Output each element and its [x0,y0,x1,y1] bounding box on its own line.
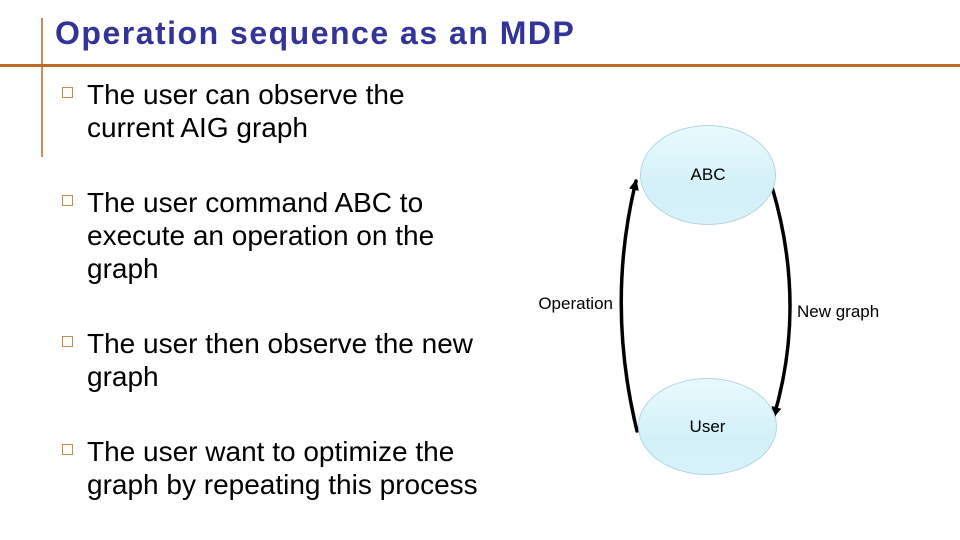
bullet-item: The user want to optimize the graph by r… [62,435,497,501]
bullet-square-icon [62,87,73,98]
arrow-abc-to-user [770,185,792,418]
bullet-text: The user can observe the current AIG gra… [87,79,405,143]
bullet-square-icon [62,336,73,347]
bullet-item: The user command ABC to execute an opera… [62,186,497,285]
title-divider-line [0,64,960,67]
edge-label-new-graph: New graph [797,302,880,321]
bullet-item: The user can observe the current AIG gra… [62,78,497,144]
bullet-text: The user want to optimize the graph by r… [87,436,478,500]
node-abc-label: ABC [690,165,726,184]
node-abc: ABC [640,125,776,225]
node-user: User [638,378,777,475]
bullet-text: The user command ABC to execute an opera… [87,187,435,284]
bullet-item: The user then observe the new graph [62,327,497,393]
bullet-square-icon [62,444,73,455]
arrow-user-to-abc [619,179,639,433]
bullet-text: The user then observe the new graph [87,328,474,392]
bullet-list: The user can observe the current AIG gra… [62,78,497,540]
accent-vertical-line [41,18,43,157]
slide-title: Operation sequence as an MDP [55,15,576,51]
node-user-label: User [689,416,726,436]
bullet-square-icon [62,195,73,206]
edge-label-operation: Operation [538,294,613,313]
